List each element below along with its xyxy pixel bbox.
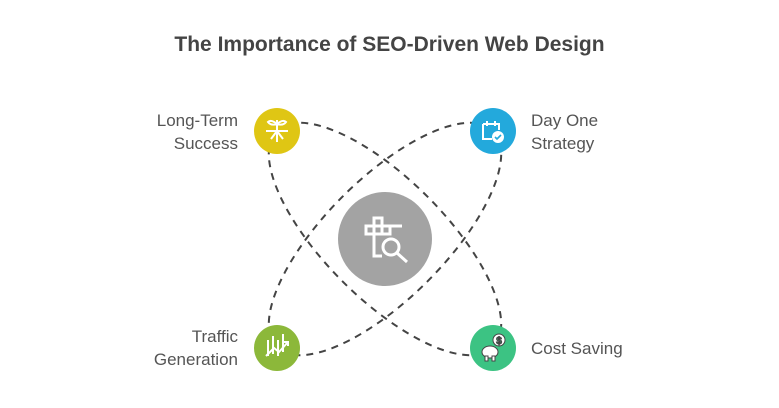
label-line: Strategy: [531, 134, 595, 153]
sprout-roots-icon: [266, 119, 288, 142]
label-line: Day One: [531, 111, 599, 130]
label-line: Long-Term: [156, 111, 238, 130]
growth-chart-icon: [265, 334, 289, 357]
center-node: [338, 192, 432, 286]
seo-search-icon: [364, 216, 409, 264]
diagram-title: The Importance of SEO-Driven Web Design: [174, 33, 605, 56]
node-day-one-strategy: [470, 108, 516, 154]
label-cost-saving: Cost Saving: [531, 337, 623, 360]
label-long-term-success: Long-Term Success: [157, 109, 238, 155]
label-line: Generation: [153, 350, 238, 369]
label-line: Cost Saving: [531, 339, 623, 358]
svg-text:$: $: [496, 336, 502, 347]
piggy-bank-icon: $: [481, 333, 506, 362]
label-line: Success: [173, 134, 238, 153]
node-cost-saving: $: [470, 325, 516, 371]
node-long-term-success: [254, 108, 300, 154]
label-day-one-strategy: Day One Strategy: [531, 109, 598, 155]
label-traffic-generation: Traffic Generation: [154, 325, 238, 371]
node-traffic-generation: [254, 325, 300, 371]
label-line: Traffic: [191, 327, 238, 346]
calendar-check-icon: [482, 121, 504, 143]
